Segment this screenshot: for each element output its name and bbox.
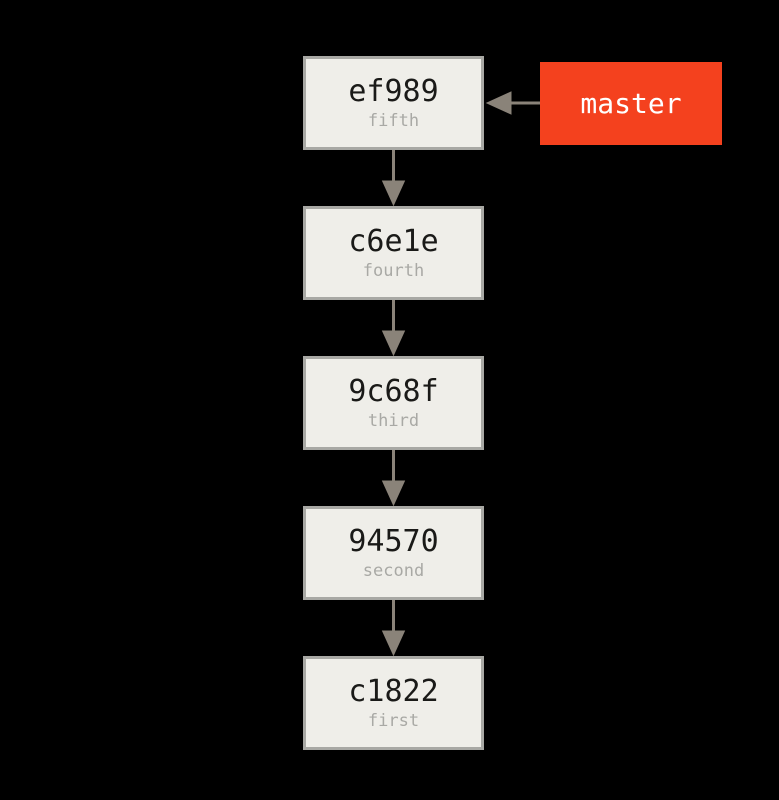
commit-hash: c1822 [348,673,439,709]
commit-hash: 94570 [348,523,439,559]
commit-node-c1822[interactable]: c1822 first [303,656,484,750]
commit-node-9c68f[interactable]: 9c68f third [303,356,484,450]
commit-hash: ef989 [348,73,439,109]
branch-label-master[interactable]: master [540,62,722,145]
commit-node-c6e1e[interactable]: c6e1e fourth [303,206,484,300]
commit-message: fifth [367,110,420,131]
commit-message: first [367,710,420,731]
branch-label-text: master [580,86,682,120]
commit-message: fourth [362,260,425,281]
commit-hash: 9c68f [348,373,439,409]
commit-message: third [367,410,420,431]
commit-node-94570[interactable]: 94570 second [303,506,484,600]
commit-message: second [362,560,425,581]
commit-node-ef989[interactable]: ef989 fifth [303,56,484,150]
commit-hash: c6e1e [348,223,439,259]
